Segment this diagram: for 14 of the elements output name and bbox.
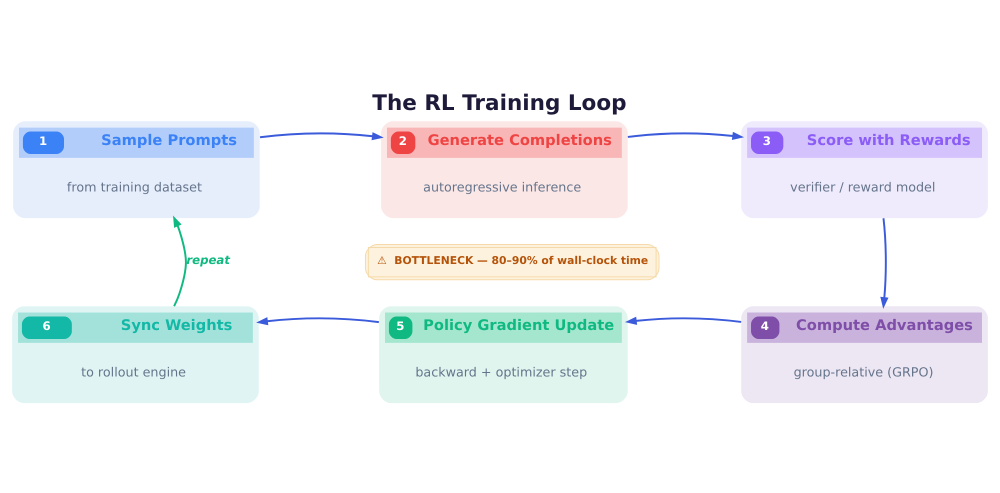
arrow: [260, 132, 384, 140]
node-box: 6 Sync Weights to rollout engine: [12, 306, 259, 404]
arrow: [628, 132, 744, 140]
arrow: [880, 218, 888, 309]
diagram-title: The RL Training Loop: [372, 91, 627, 116]
arrow: [256, 317, 379, 326]
node-box: 1 Sample Prompts from training dataset: [13, 121, 260, 218]
arrow: [173, 216, 187, 307]
edge-label: repeat: [186, 253, 230, 268]
node-box: 2 Generate Completions autoregressive inference: [381, 121, 628, 218]
node-box: 5 Policy Gradient Update backward + optimizer step: [379, 306, 628, 404]
node-box: 4 Compute Advantages group-relative (GRPO): [741, 306, 988, 404]
arrow: [624, 316, 742, 325]
node-box: 3 Score with Rewards verifier / reward model: [741, 121, 988, 218]
